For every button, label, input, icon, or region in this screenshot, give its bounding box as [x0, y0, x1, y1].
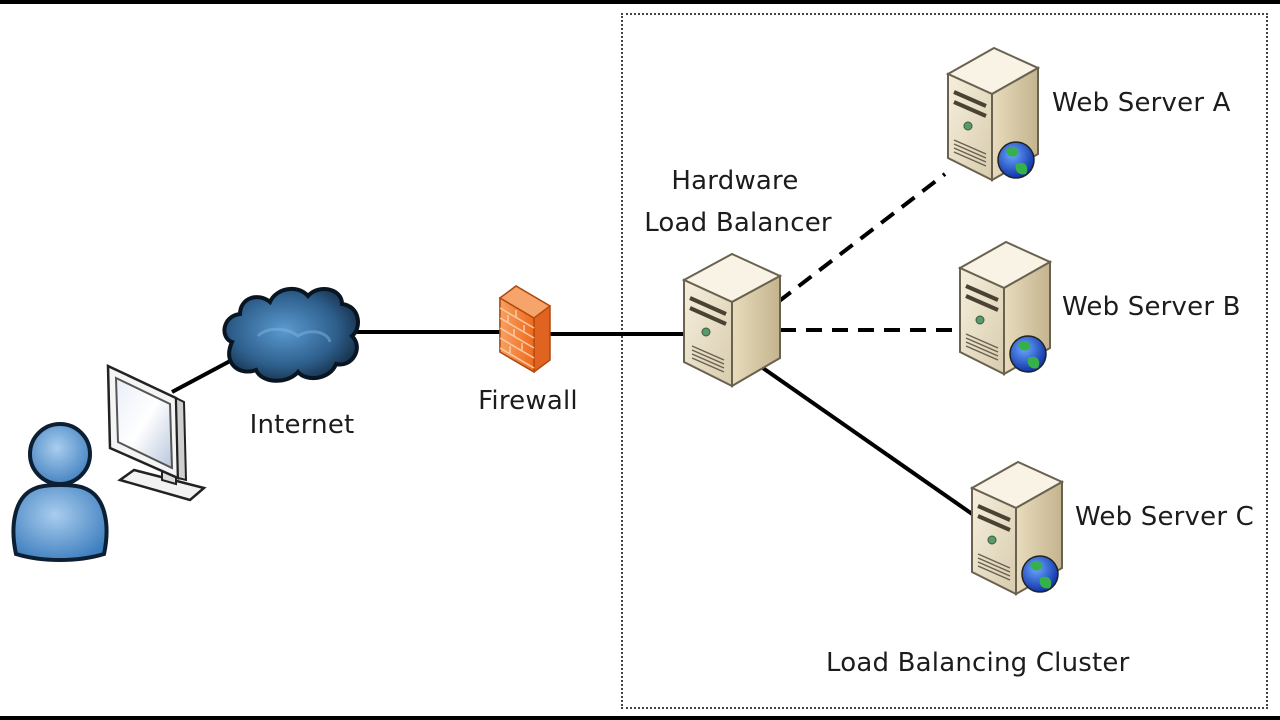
user-icon: [11, 422, 109, 562]
firewall-icon: [498, 285, 552, 374]
load-balancing-cluster-boundary: [621, 13, 1268, 709]
web-server-b-icon: [957, 240, 1052, 376]
link-workstation-internet: [171, 358, 233, 394]
cloud-icon: [222, 286, 360, 383]
connections-layer: [171, 172, 977, 518]
link-loadbalancer-server-c: [758, 364, 977, 518]
globe-icon: [1021, 555, 1059, 593]
load-balancer-server-icon: [681, 252, 783, 388]
web-server-a-label: Web Server A: [1052, 88, 1231, 118]
web-server-b-label: Web Server B: [1062, 292, 1241, 322]
globe-icon: [1009, 335, 1047, 373]
link-loadbalancer-server-a: [776, 172, 947, 304]
monitor-icon: [106, 364, 207, 502]
web-server-c-label: Web Server C: [1075, 502, 1255, 532]
firewall-label: Firewall: [478, 386, 578, 416]
web-server-c-icon: [969, 460, 1064, 596]
globe-icon: [997, 141, 1035, 179]
diagram-canvas: Internet Firewall Hardware Load Balancer: [0, 4, 1280, 716]
web-server-a-icon: [945, 46, 1040, 182]
load-balancer-label-line1: Hardware: [671, 166, 799, 196]
load-balancer-label-line2: Load Balancer: [644, 208, 832, 238]
cluster-label: Load Balancing Cluster: [826, 648, 1130, 678]
internet-label: Internet: [249, 410, 355, 440]
